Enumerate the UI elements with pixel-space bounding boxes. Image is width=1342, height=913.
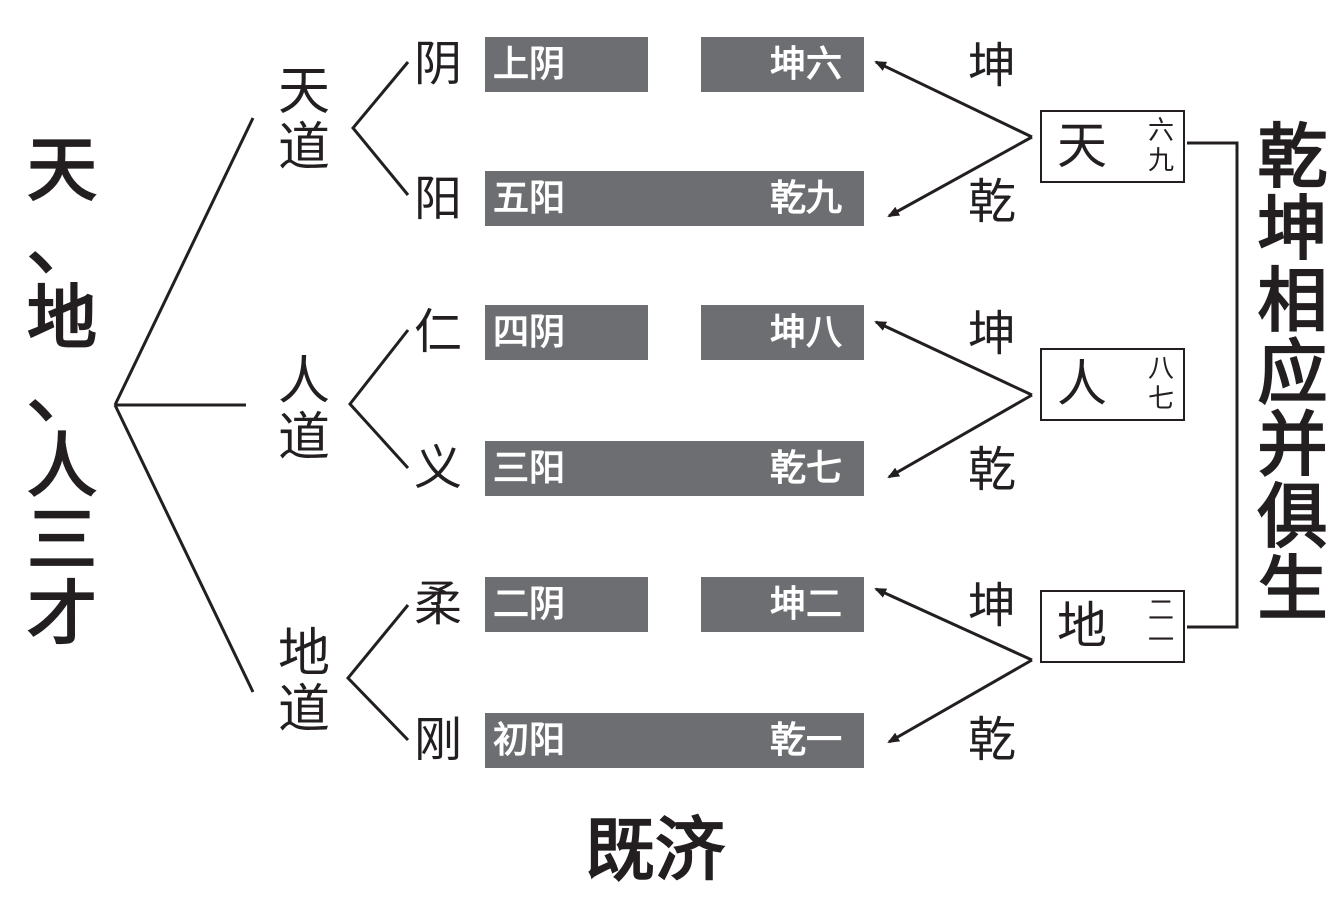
title-char: 地 [27, 276, 97, 359]
yao-label: 坤六 [769, 43, 842, 85]
branch-yin: 阴 [414, 36, 463, 92]
branch-yi: 义 [414, 440, 463, 496]
arrow-ren-qian [887, 393, 1033, 479]
title-char: 坤 [1257, 187, 1328, 270]
yao-label: 乾一 [769, 719, 842, 761]
ren-box: 人 八 七 [1040, 348, 1185, 421]
yao-bar-right: 坤六 [701, 37, 864, 92]
arrow-ren-kun [874, 320, 1033, 397]
box-number-top: 二 [1148, 596, 1175, 626]
branch-rou: 柔 [414, 576, 463, 632]
title-char: 才 [27, 572, 97, 655]
arrow-tian-qian [887, 135, 1033, 218]
didao-bracket [345, 604, 410, 742]
yao-label: 坤二 [769, 583, 842, 625]
title-char: 乾 [1257, 115, 1328, 198]
dao-char: 道 [277, 408, 330, 468]
box-main-char: 地 [1057, 597, 1107, 655]
box-number-bottom: 一 [1148, 626, 1175, 656]
arrow-di-kun [874, 587, 1033, 662]
qiankun-title: 乾 坤 相 应 并 俱 生 [1250, 122, 1335, 626]
title-char: 天 [27, 128, 97, 211]
arrow-label-qian: 乾 [968, 174, 1017, 230]
fan-line-lower [113, 404, 255, 693]
yao-bar-full: 初阳 乾一 [485, 713, 864, 768]
title-char: 并 [1257, 403, 1328, 486]
dao-char: 道 [277, 118, 330, 178]
arrow-tian-kun [874, 60, 1033, 139]
box-number-bottom: 七 [1148, 384, 1175, 414]
yao-label: 坤八 [769, 311, 842, 353]
box-main-char: 天 [1057, 117, 1107, 175]
box-number-top: 八 [1148, 354, 1175, 384]
didao-label: 地 道 [274, 628, 334, 740]
rendao-bracket [348, 329, 410, 470]
box-number-bottom: 九 [1148, 146, 1175, 176]
tiandao-label: 天 道 [274, 66, 334, 178]
arrow-label-qian: 乾 [968, 712, 1017, 768]
title-char: 生 [1257, 547, 1328, 630]
branch-gang: 刚 [414, 712, 463, 768]
yao-label: 五阳 [493, 177, 566, 219]
dao-char: 天 [277, 62, 330, 122]
yao-bar-right: 坤八 [701, 305, 864, 360]
arrow-label-qian: 乾 [968, 442, 1017, 498]
box-main-char: 人 [1057, 355, 1107, 413]
yao-bar-left: 上阴 [485, 37, 648, 92]
boxes-connector [1187, 141, 1239, 629]
jiji-title: 既济 [585, 808, 725, 891]
dao-char: 地 [277, 624, 330, 684]
title-char: 应 [1257, 331, 1328, 414]
arrow-di-qian [887, 658, 1033, 744]
yao-bar-right: 坤二 [701, 577, 864, 632]
di-box: 地 二 一 [1040, 590, 1185, 663]
rendao-label: 人 道 [274, 356, 334, 468]
yao-label: 初阳 [493, 719, 566, 761]
yao-label: 乾七 [769, 447, 842, 489]
tian-box: 天 六 九 [1040, 110, 1185, 183]
yao-label: 三阳 [493, 447, 566, 489]
arrow-label-kun: 坤 [968, 38, 1017, 94]
title-char: 、 [27, 202, 97, 285]
box-number-top: 六 [1148, 116, 1175, 146]
branch-yang: 阳 [414, 171, 463, 227]
yao-label: 四阴 [493, 311, 566, 353]
branch-ren: 仁 [414, 304, 463, 360]
arrow-label-kun: 坤 [968, 306, 1017, 362]
tiandao-bracket [351, 61, 410, 196]
title-char: 俱 [1257, 475, 1328, 558]
sancai-title: 天 、 地 、 人 三 才 [22, 135, 102, 653]
yao-label: 二阴 [493, 583, 566, 625]
title-char: 三 [27, 498, 97, 581]
title-char: 相 [1257, 259, 1328, 342]
dao-char: 人 [277, 352, 330, 412]
fan-line-upper [113, 117, 255, 406]
title-char: 人 [27, 424, 97, 507]
arrow-label-kun: 坤 [968, 578, 1017, 634]
yao-bar-full: 三阳 乾七 [485, 441, 864, 496]
dao-char: 道 [277, 680, 330, 740]
yao-bar-full: 五阳 乾九 [485, 171, 864, 226]
yao-bar-left: 二阴 [485, 577, 648, 632]
yao-bar-left: 四阴 [485, 305, 648, 360]
yao-label: 乾九 [769, 177, 842, 219]
title-char: 、 [27, 350, 97, 433]
yao-label: 上阴 [493, 43, 566, 85]
